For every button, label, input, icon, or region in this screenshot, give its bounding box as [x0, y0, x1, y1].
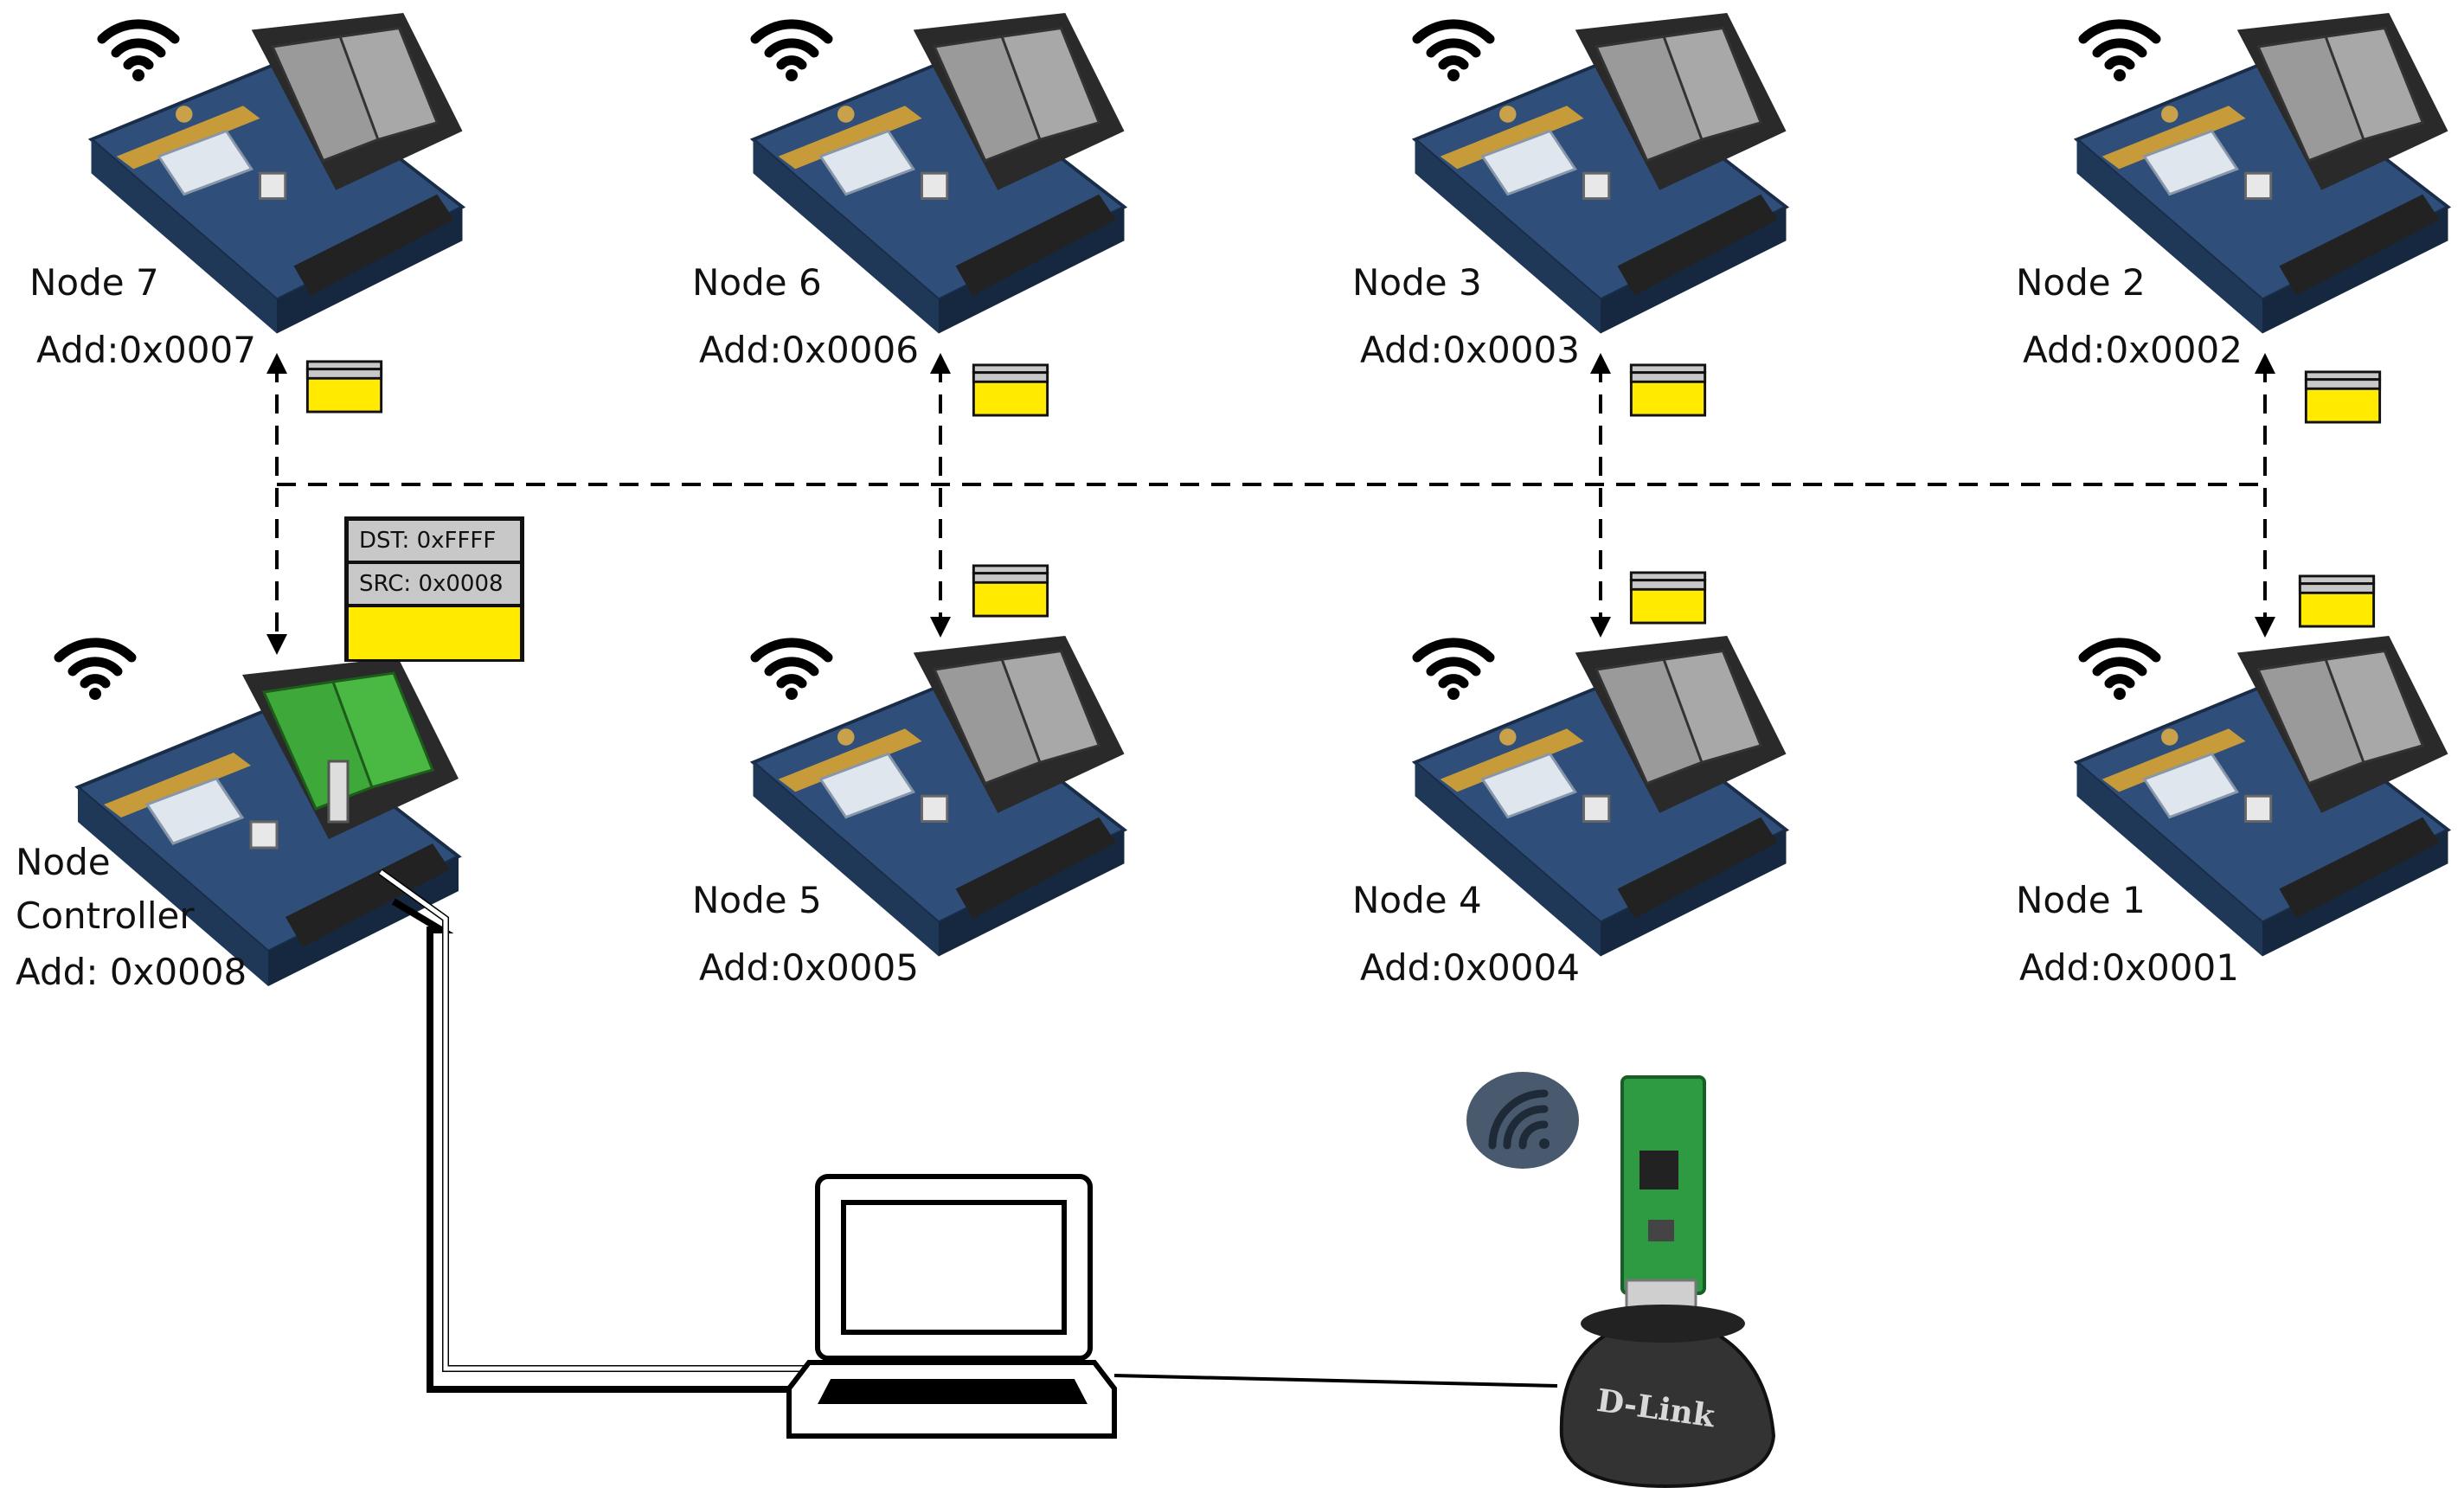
node-3-name: Node 3 [1352, 261, 1482, 304]
wifi-badge-icon [1466, 1072, 1579, 1169]
wifi-icon [755, 24, 828, 81]
node-7-address: Add:0x0007 [36, 329, 256, 371]
packet-icon [972, 363, 1049, 417]
node-3-address: Add:0x0003 [1360, 329, 1580, 371]
laptop-icon [786, 1174, 1117, 1439]
packet-icon [972, 564, 1049, 618]
wifi-icon [59, 643, 132, 700]
dlink-sniffer: D-Link [1559, 1075, 1776, 1489]
node-4-address: Add:0x0004 [1360, 946, 1580, 989]
node-2-name: Node 2 [2016, 261, 2146, 304]
wifi-icon [102, 24, 175, 81]
controller-board-image [76, 657, 460, 988]
node-6-name: Node 6 [692, 261, 822, 304]
node-7-name: Node 7 [29, 261, 159, 304]
broadcast-packet: DST: 0xFFFF SRC: 0x0008 [344, 516, 524, 662]
packet-icon [305, 360, 383, 414]
wifi-icon [2083, 643, 2156, 700]
packet-icon [1629, 571, 1707, 625]
node-controller-address: Add: 0x0008 [16, 951, 247, 993]
packet-dst-field: DST: 0xFFFF [349, 521, 520, 564]
sniffer-cable [1113, 1374, 1558, 1388]
node-1-address: Add:0x0001 [2019, 946, 2239, 989]
node-4-name: Node 4 [1352, 879, 1482, 921]
wifi-icon [1417, 24, 1490, 81]
packet-icon [1629, 363, 1707, 417]
node-controller-name-line1: Node [16, 841, 111, 883]
packet-icon [2298, 574, 2376, 628]
node-6-address: Add:0x0006 [699, 329, 919, 371]
network-bus [266, 353, 2275, 655]
wifi-icon [2083, 24, 2156, 81]
packet-payload [349, 607, 520, 659]
node-5-name: Node 5 [692, 879, 822, 921]
wifi-icon [1417, 643, 1490, 700]
node-1-name: Node 1 [2016, 879, 2146, 921]
packet-icon [2304, 370, 2382, 424]
node-5-address: Add:0x0005 [699, 946, 919, 989]
wifi-icon [755, 643, 828, 700]
node-controller-name-line2: Controller [16, 894, 195, 937]
packet-src-field: SRC: 0x0008 [349, 564, 520, 607]
node-2-address: Add:0x0002 [2023, 329, 2243, 371]
